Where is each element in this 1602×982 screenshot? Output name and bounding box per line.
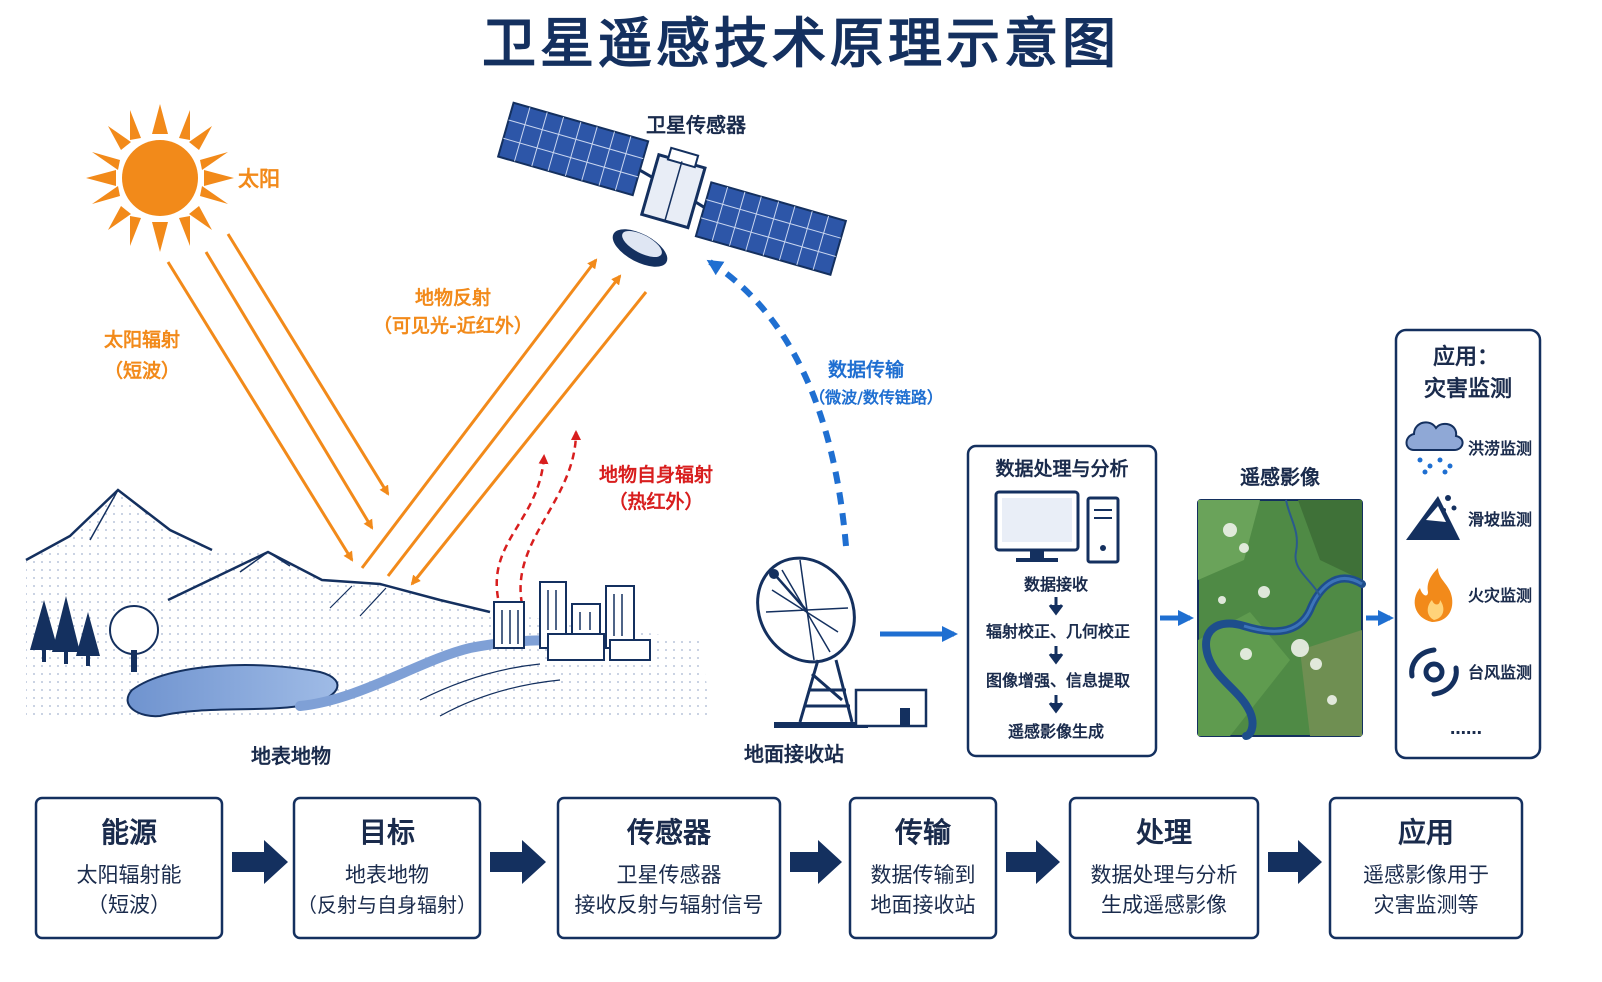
data-transmission-arrow (706, 259, 849, 547)
reflection-arrows (360, 258, 648, 586)
flow-title: 传输 (894, 816, 952, 849)
app-item-flood: 洪涝监测 (1468, 439, 1532, 458)
city-buildings-icon (493, 581, 651, 661)
app-item-typhoon: 台风监测 (1468, 663, 1532, 682)
computer-icon (994, 490, 1120, 564)
flow-step-transmission: 传输 数据传输到 地面接收站 (848, 796, 998, 940)
flow-line1: 太阳辐射能 (77, 863, 182, 887)
station-label: 地面接收站 (744, 742, 844, 766)
solar-radiation-arrows (166, 233, 390, 562)
flow-arrow (490, 840, 546, 884)
app-more: …… (1450, 719, 1482, 738)
flow-line2: 灾害监测等 (1374, 893, 1479, 917)
solar-radiation-label: 太阳辐射 (104, 328, 180, 351)
emission-sub: （热红外） (608, 490, 703, 513)
processing-step-1: 数据接收 (1024, 575, 1088, 594)
flow-line2: 地面接收站 (871, 893, 976, 917)
rs-image-label: 遥感影像 (1240, 465, 1321, 489)
reflection-sub: （可见光-近红外） (373, 314, 533, 337)
processing-step-2: 辐射校正、几何校正 (986, 622, 1130, 641)
processing-step-3: 图像增强、信息提取 (986, 671, 1130, 690)
app-item-fire: 火灾监测 (1468, 586, 1532, 605)
satellite-label: 卫星传感器 (646, 113, 747, 137)
flow-line2: （反射与自身辐射） (297, 893, 477, 917)
flow-title: 目标 (359, 816, 415, 849)
page-title: 卫星遥感技术原理示意图 (482, 12, 1120, 75)
transmission-label: 数据传输 (828, 358, 905, 381)
flow-arrow (232, 840, 288, 884)
flow-line1: 卫星传感器 (617, 863, 722, 887)
flow-line2: 接收反射与辐射信号 (575, 893, 764, 917)
flow-line1: 遥感影像用于 (1363, 863, 1489, 887)
ground-label: 地表地物 (251, 744, 331, 768)
flow-line1: 数据传输到 (871, 863, 976, 887)
landslide-icon (1406, 495, 1460, 540)
flow-step-application: 应用 遥感影像用于 灾害监测等 (1328, 796, 1524, 940)
typhoon-icon (1409, 647, 1459, 697)
thermal-emission-arrows (495, 430, 581, 605)
applications-title-1: 应用： (1433, 344, 1499, 370)
emission-label: 地物自身辐射 (599, 463, 713, 486)
flow-step-processing: 处理 数据处理与分析 生成遥感影像 (1068, 796, 1260, 940)
flow-title: 处理 (1135, 816, 1192, 849)
fire-icon (1414, 568, 1453, 622)
flow-step-sensor: 传感器 卫星传感器 接收反射与辐射信号 (556, 796, 782, 940)
processing-title: 数据处理与分析 (995, 457, 1128, 480)
flow-arrow (790, 840, 842, 884)
flow-title: 传感器 (626, 816, 712, 849)
flow-title: 能源 (101, 816, 157, 849)
flow-line1: 地表地物 (345, 863, 429, 887)
satellite-image-thumbnail (1197, 499, 1366, 740)
reflection-label: 地物反射 (415, 286, 491, 309)
sun-label: 太阳 (238, 167, 280, 191)
flow-line1: 数据处理与分析 (1091, 863, 1238, 887)
transmission-sub: （微波/数传链路） (809, 388, 943, 407)
flow-title: 应用 (1398, 816, 1454, 849)
flow-step-energy: 能源 太阳辐射能 （短波） (34, 796, 224, 940)
solar-radiation-sub: （短波） (104, 359, 180, 382)
app-item-landslide: 滑坡监测 (1468, 510, 1532, 529)
flow-arrow (1268, 840, 1322, 884)
sun-icon (86, 104, 234, 252)
flow-step-target: 目标 地表地物 （反射与自身辐射） (292, 796, 482, 940)
flow-line2: 生成遥感影像 (1101, 893, 1227, 917)
satellite-icon (496, 101, 848, 276)
landscape-illustration (25, 488, 712, 720)
flow-line2: （短波） (87, 893, 171, 917)
applications-title-2: 灾害监测 (1424, 376, 1512, 402)
flow-arrow (1006, 840, 1060, 884)
rain-cloud-icon (1405, 421, 1464, 475)
processing-step-4: 遥感影像生成 (1008, 722, 1104, 741)
ground-station-icon (756, 556, 928, 728)
